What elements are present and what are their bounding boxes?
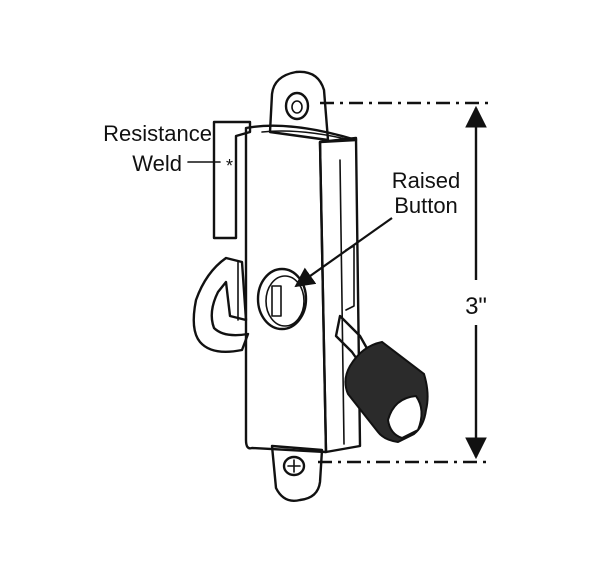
dimension-label: 3" (465, 293, 487, 320)
height-dimension: 3" (318, 101, 492, 464)
resistance-weld-callout: Resistance Weld * (103, 121, 233, 176)
resistance-label-line1: Resistance (103, 121, 212, 146)
top-screw-hole (284, 91, 310, 121)
raised-label-line1: Raised (392, 168, 460, 193)
weld-plate (212, 120, 252, 240)
top-mounting-tab (268, 70, 330, 142)
knob-face (386, 394, 423, 440)
lock-body (192, 70, 429, 502)
raised-button-callout: Raised Button (294, 168, 460, 288)
raised-button (256, 267, 308, 331)
bottom-mounting-tab (270, 444, 324, 502)
face-plate (244, 124, 358, 454)
resistance-label-line2: Weld (132, 151, 182, 176)
button-slot (271, 285, 282, 317)
button-leader-arrow (294, 217, 393, 288)
latch-hook (192, 256, 250, 353)
bottom-screw-hole (282, 455, 306, 477)
weld-asterisk: * (226, 156, 233, 176)
raised-label-line2: Button (394, 193, 458, 218)
